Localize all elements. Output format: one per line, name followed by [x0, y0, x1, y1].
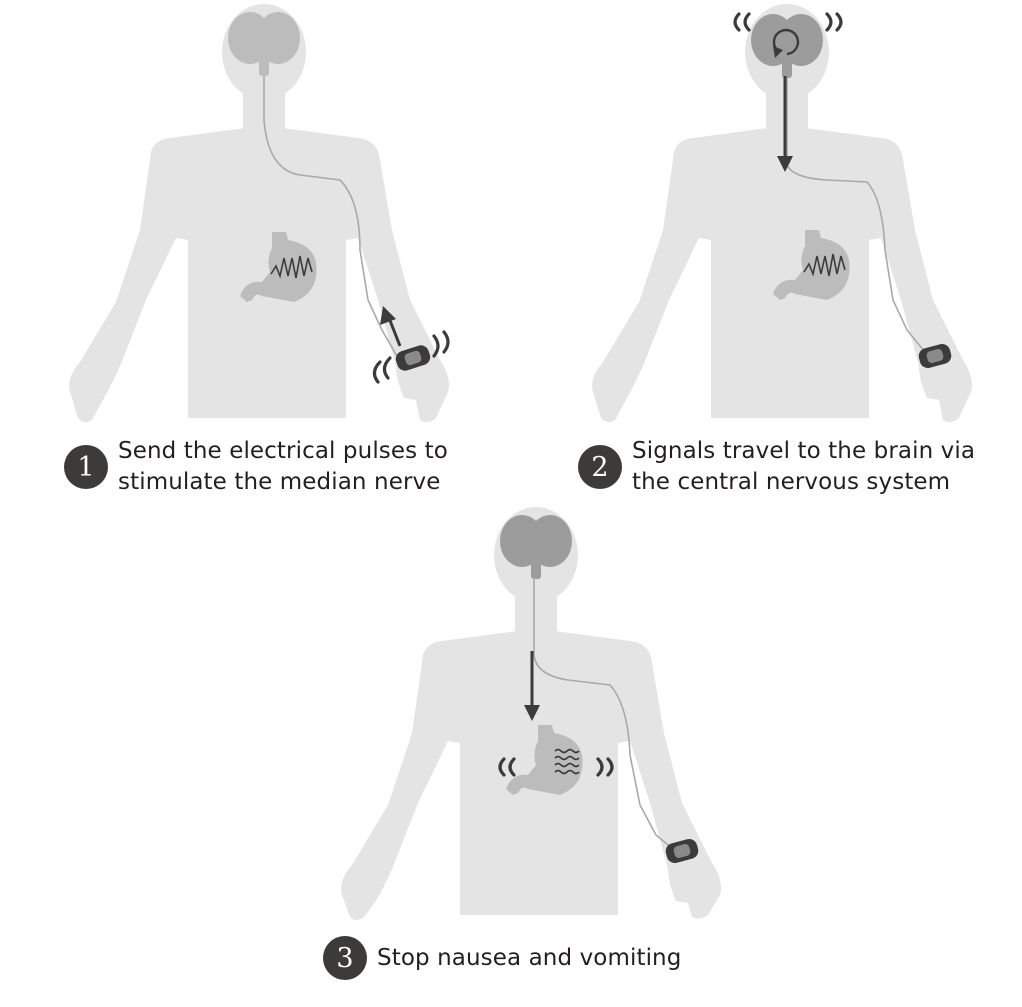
step-1-illustration — [0, 0, 511, 430]
wristband-device-icon — [665, 838, 699, 864]
step-3-line-1: Stop nausea and vomiting — [377, 944, 682, 971]
arrow-icon — [777, 76, 793, 172]
zigzag-signal-icon — [270, 255, 313, 279]
step-number-badge: 3 — [323, 936, 367, 980]
step-1-line-2: stimulate the median nerve — [118, 469, 441, 495]
arrow-icon — [380, 306, 402, 347]
nerve-pathway-line — [533, 577, 679, 854]
step-number-badge: 2 — [578, 445, 622, 489]
wave-icon — [554, 748, 580, 775]
vibration-icon — [733, 12, 843, 32]
rotation-icon — [772, 28, 800, 58]
arrow-icon — [524, 651, 540, 721]
vibration-icon — [498, 757, 614, 777]
step-2-text: Signals travel to the brain via the cent… — [632, 436, 975, 498]
stomach-icon — [240, 232, 317, 302]
step-1-caption: 1 Send the electrical pulses to stimulat… — [64, 436, 448, 498]
step-3-illustration — [268, 505, 779, 935]
vibration-icon — [372, 330, 450, 384]
median-nerve-line — [263, 76, 399, 359]
step-2-caption: 2 Signals travel to the brain via the ce… — [578, 436, 975, 498]
zigzag-signal-icon — [803, 253, 846, 277]
step-1-line-1: Send the electrical pulses to — [118, 438, 448, 464]
stomach-icon — [773, 230, 850, 300]
wristband-device-icon — [918, 343, 952, 369]
wristband-device-icon — [395, 345, 431, 371]
step-2-figure-svg — [592, 4, 972, 423]
step-3-caption: 3 Stop nausea and vomiting — [323, 936, 681, 980]
step-2-line-2: the central nervous system — [632, 469, 951, 495]
central-nerve-line — [786, 78, 926, 353]
brain-icon — [228, 12, 300, 76]
step-2-line-1: Signals travel to the brain via — [632, 438, 976, 464]
brain-icon — [500, 515, 572, 579]
step-2-illustration — [511, 0, 1022, 430]
step-1-figure-svg — [69, 4, 450, 423]
step-3-figure-svg — [341, 507, 721, 920]
step-1-text: Send the electrical pulses to stimulate … — [118, 436, 448, 498]
stomach-icon — [506, 725, 583, 795]
step-number-badge: 1 — [64, 445, 108, 489]
step-3-text: Stop nausea and vomiting — [377, 943, 681, 974]
